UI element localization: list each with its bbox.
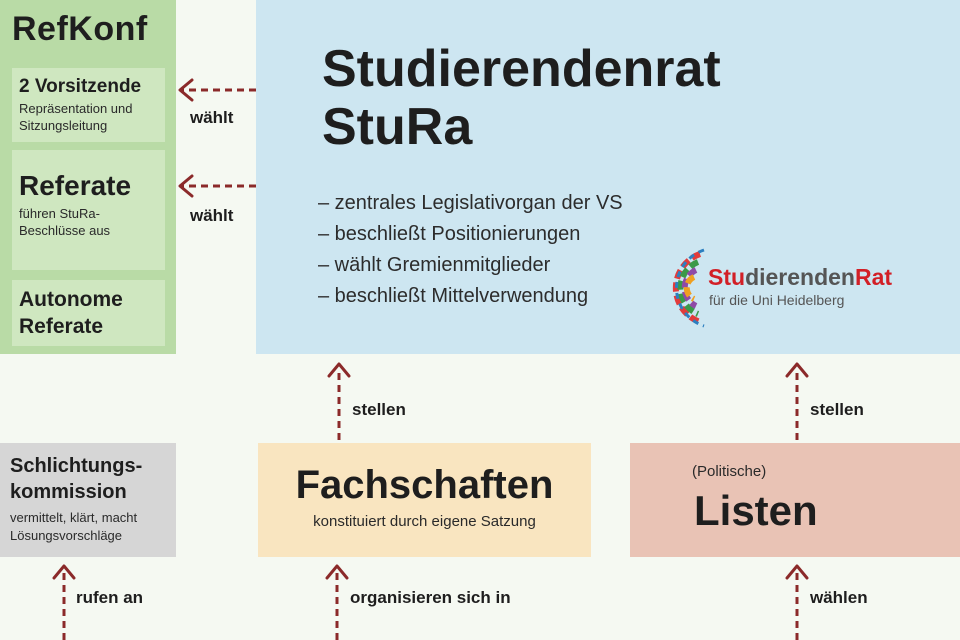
label-waehlen: wählen [810, 588, 868, 607]
autonome-line-1: Autonome [19, 288, 123, 311]
schlichtung-title-line-2: kommission [10, 481, 127, 503]
arrowhead-up [325, 564, 349, 580]
refkonf-title: RefKonf [12, 10, 148, 48]
label-waehlt-referate: wählt [190, 206, 234, 225]
vorsitzende-desc-2: Sitzungsleitung [19, 118, 108, 133]
fachschaften-title: Fachschaften [295, 463, 554, 507]
stura-title-line-1: Studierendenrat [322, 40, 721, 98]
referate-desc-1: führen StuRa- [19, 206, 100, 221]
autonome-referate-box: Autonome Referate [12, 280, 165, 346]
arrowhead-up [52, 564, 76, 580]
label-stellen-fachschaften: stellen [352, 400, 406, 419]
schlichtung-title: Schlichtungs- kommission [10, 453, 142, 505]
arrowhead-up [785, 362, 809, 378]
logo-subtitle: für die Uni Heidelberg [709, 292, 845, 308]
label-stellen-listen: stellen [810, 400, 864, 419]
fachschaften-box: Fachschaften konstituiert durch eigene S… [258, 443, 591, 557]
stura-logo-icon [672, 248, 705, 328]
schlichtung-title-line-1: Schlichtungs- [10, 455, 143, 477]
stura-duty-item: – beschließt Mittelverwendung [318, 285, 589, 307]
listen-title: Listen [694, 487, 818, 534]
vorsitzende-desc-1: Repräsentation und [19, 101, 133, 116]
label-waehlt-vorsitzende: wählt [190, 108, 234, 127]
arrowhead-left [178, 78, 194, 102]
stura-title-line-2: StuRa [322, 98, 473, 156]
vorsitzende-title: 2 Vorsitzende [19, 76, 142, 97]
logo-wordmark-stu: Stu [708, 264, 746, 290]
referate-title: Referate [19, 170, 132, 201]
arrowhead-left [178, 174, 194, 198]
refkonf-panel: RefKonf 2 Vorsitzende Repräsentation und… [0, 0, 176, 354]
schlichtung-desc-line-2: Lösungsvorschläge [10, 528, 123, 543]
logo-wordmark-dierenden: dierenden [745, 264, 855, 290]
arrowhead-up [785, 564, 809, 580]
schlichtung-desc-line-1: vermittelt, klärt, macht [10, 510, 138, 525]
logo-wordmark: StudierendenRat [708, 264, 892, 291]
stura-duty-item: – zentrales Legislativorgan der VS [318, 192, 623, 214]
logo-wordmark-rat: Rat [854, 264, 893, 290]
fachschaften-desc: konstituiert durch eigene Satzung [313, 513, 536, 530]
schlichtungskommission-box: Schlichtungs- kommission vermittelt, klä… [0, 443, 176, 557]
referate-box: Referate führen StuRa- Beschlüsse aus [12, 150, 165, 270]
stura-title: Studierendenrat StuRa [322, 40, 721, 156]
label-organisieren: organisieren sich in [350, 588, 511, 607]
vorsitzende-box: 2 Vorsitzende Repräsentation und Sitzung… [12, 68, 165, 142]
listen-prefix: (Politische) [692, 463, 767, 480]
stura-duties-list: – zentrales Legislativorgan der VS – bes… [318, 188, 623, 312]
arrowhead-up [327, 362, 351, 378]
stura-panel: Studierendenrat StuRa – zentrales Legisl… [256, 0, 960, 354]
listen-box: (Politische) Listen [630, 443, 960, 557]
label-rufen-an: rufen an [76, 588, 144, 607]
stura-duty-item: – wählt Gremienmitglieder [318, 254, 551, 276]
autonome-line-2: Referate [19, 315, 104, 338]
referate-desc-2: Beschlüsse aus [19, 223, 111, 238]
schlichtung-desc: vermittelt, klärt, macht Lösungsvorschlä… [10, 509, 137, 545]
stura-duty-item: – beschließt Positionierungen [318, 223, 581, 245]
